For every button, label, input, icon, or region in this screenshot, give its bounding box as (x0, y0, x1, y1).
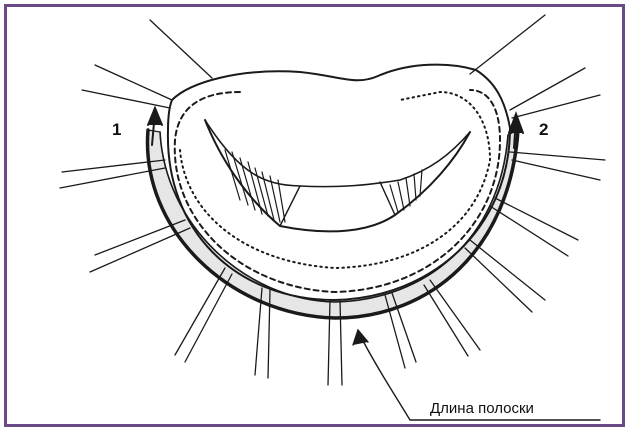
leaflet-right-edge (380, 182, 395, 215)
label-2: 2 (539, 120, 548, 140)
label-1: 1 (112, 120, 121, 140)
leaflet-left-edge (280, 186, 300, 226)
chordae-left (225, 150, 285, 222)
strip-length-caption: Длина полоски (430, 400, 534, 417)
radiating-sutures (60, 15, 605, 385)
suture-line-inner (180, 92, 490, 268)
ring-outer-edge (148, 130, 518, 318)
ring-strip-band (148, 130, 518, 318)
ring-inner-edge (160, 132, 508, 302)
leaflet-commissure-line (205, 120, 470, 187)
